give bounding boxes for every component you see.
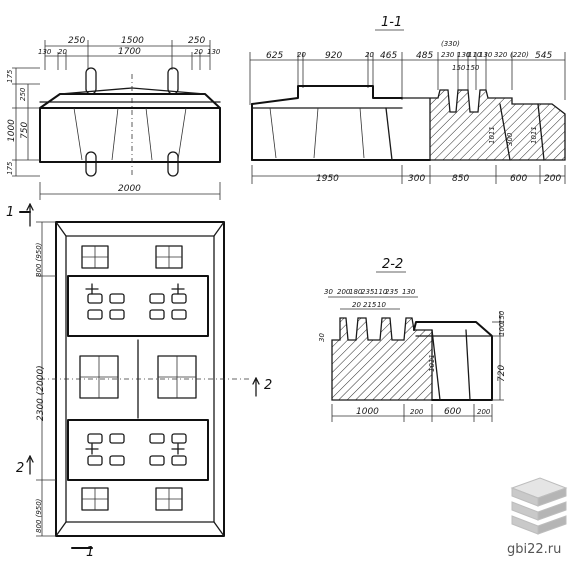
front-dim-top-1: 250	[68, 36, 85, 46]
section-2-title: 2-2	[382, 257, 403, 272]
section-1-title: 1-1	[381, 15, 402, 30]
front-dim-left-2: 250	[19, 87, 27, 101]
front-dim-left-5: 175	[6, 161, 14, 175]
s2-mid-1: 20	[352, 301, 361, 309]
s2-left-dim: 30	[318, 333, 326, 342]
front-dim-2-3: 1700	[118, 47, 141, 57]
front-dim-2-1: 130	[38, 48, 52, 56]
s1-dim-top-4: 20	[365, 51, 374, 59]
s1-side-1: 1011	[488, 126, 496, 144]
watermark-text: gbi22.ru	[507, 542, 561, 557]
s1-paren-2: (220)	[510, 51, 529, 59]
s1-side-3: 1011	[530, 126, 538, 144]
s2-top-2: 200	[337, 288, 351, 296]
front-dim-2-2: 20	[58, 48, 67, 56]
s2-right-1: 150	[498, 310, 506, 324]
front-dim-left-1: 175	[6, 69, 14, 83]
s2-top-7: 130	[402, 288, 416, 296]
front-dim-2-5: 130	[207, 48, 221, 56]
s1-dim-top-5: 465	[380, 51, 397, 61]
s1-small-2: 150	[466, 64, 480, 72]
watermark: gbi22.ru	[507, 477, 568, 557]
s1-dim-top-3: 920	[325, 51, 342, 61]
s2-top-3: 180	[349, 288, 363, 296]
front-dim-top-2: 1500	[121, 36, 144, 46]
s1-dim-top-10: 130	[479, 51, 493, 59]
s2-bottom-2: 200	[410, 408, 424, 416]
section-1-1: 1-1 625 20 920 20 465 485 230 130 110 13…	[249, 15, 566, 184]
s1-dim-bottom-1: 1950	[316, 174, 339, 184]
s1-dim-top-7: 230	[441, 51, 455, 59]
s1-dim-top-2: 20	[297, 51, 306, 59]
s2-top-1: 30	[324, 288, 333, 296]
s2-right-3: 720	[497, 365, 507, 382]
s1-dim-top-1: 625	[266, 51, 283, 61]
plan-view: 1 1 2 2	[6, 203, 272, 560]
plan-mark-1-bottom: 1	[86, 545, 94, 560]
front-dim-bottom: 2000	[118, 184, 141, 194]
plan-dim-bottom: 800 (950)	[35, 498, 43, 533]
plan-dim-middle: 2300 (2000)	[36, 365, 46, 421]
s2-bottom-1: 1000	[356, 407, 379, 417]
plan-dim-top: 800 (950)	[35, 242, 43, 277]
s2-bottom-3: 600	[444, 407, 461, 417]
s1-dim-bottom-5: 200	[544, 174, 561, 184]
front-dim-top-3: 250	[188, 36, 205, 46]
s2-right-2: 100	[498, 322, 506, 336]
s1-dim-top-8: 130	[457, 51, 471, 59]
s1-dim-top-12: 545	[535, 51, 552, 61]
plan-mark-2-left: 2	[16, 461, 24, 476]
s1-small-1: 150	[452, 64, 466, 72]
s1-side-2: 300	[506, 132, 514, 146]
front-dim-left-4: 750	[20, 122, 30, 139]
stacked-slabs-icon	[510, 477, 568, 535]
s2-top-6: 235	[385, 288, 399, 296]
front-dim-left-3: 1000	[7, 119, 17, 142]
s2-top-4: 235	[361, 288, 375, 296]
s2-bottom-4: 200	[477, 408, 491, 416]
plan-mark-2-right: 2	[264, 378, 272, 393]
s1-dim-bottom-4: 600	[510, 174, 527, 184]
s1-dim-top-6: 485	[416, 51, 433, 61]
plan-mark-1-top: 1	[6, 205, 14, 220]
s1-dim-top-9: 110	[468, 51, 482, 59]
front-dim-2-4: 20	[194, 48, 203, 56]
s2-top-5: 110	[374, 288, 388, 296]
s1-paren-1: (330)	[441, 40, 460, 48]
s1-dim-bottom-3: 850	[452, 174, 469, 184]
front-elevation: 250 1500 250 130 20 1700 20 130 175 250	[6, 36, 221, 200]
s2-mid-2: 215	[363, 301, 377, 309]
section-2-2: 2-2 30 200 180 235 110 235 130 20 215 10…	[318, 257, 507, 422]
s1-dim-bottom-2: 300	[408, 174, 425, 184]
s1-dim-top-11: 320	[494, 51, 508, 59]
s2-mid-3: 10	[377, 301, 386, 309]
s2-inner-dim: 1011	[428, 354, 436, 372]
